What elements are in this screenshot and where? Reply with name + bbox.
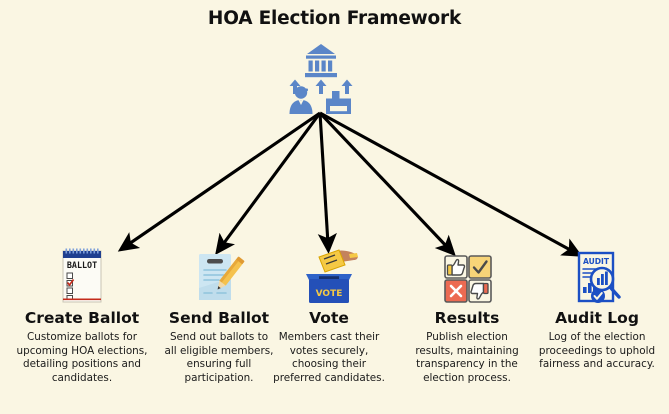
node-label: Results <box>434 309 500 327</box>
node-vote[interactable]: VOTE Vote Members cast their votes secur… <box>270 244 388 386</box>
icon-wrap <box>160 244 278 306</box>
arrow-to-send-ballot <box>215 112 322 255</box>
node-description: Members cast their votes securely, choos… <box>273 330 385 385</box>
vote-box-hand-icon: VOTE <box>306 249 358 303</box>
audit-icon-text: AUDIT <box>583 257 610 266</box>
node-results[interactable]: Results Publish election results, mainta… <box>403 244 531 386</box>
thumbs-check-cross-grid-icon <box>444 255 492 303</box>
icon-wrap: VOTE <box>270 244 388 306</box>
hub-government-icon <box>289 44 353 114</box>
arrow-to-results <box>318 111 456 257</box>
node-label: Create Ballot <box>24 309 140 327</box>
icon-wrap: BALLOT <box>16 244 148 306</box>
ballot-clipboard-icon: BALLOT <box>62 248 102 303</box>
icon-wrap: AUDIT <box>525 244 669 306</box>
node-label: Audit Log <box>555 309 639 327</box>
arrow-to-audit-log <box>319 111 583 257</box>
page-title: HOA Election Framework <box>207 8 462 29</box>
node-audit-log[interactable]: AUDIT <box>525 244 669 372</box>
document-pencil-icon <box>199 254 245 300</box>
arrow-to-create-ballot <box>117 111 321 252</box>
node-send-ballot[interactable]: Send Ballot Send out ballots to all elig… <box>160 244 278 386</box>
audit-report-magnifier-icon: AUDIT <box>577 251 621 303</box>
node-label: Vote <box>309 309 349 327</box>
vote-icon-text: VOTE <box>316 289 343 299</box>
icon-wrap <box>403 244 531 306</box>
ballot-icon-text: BALLOT <box>67 260 97 270</box>
node-create-ballot[interactable]: BALLOT Create Ballot Customize ballots f… <box>16 244 148 386</box>
node-label: Send Ballot <box>168 309 270 327</box>
node-description: Publish election results, maintaining tr… <box>415 330 519 385</box>
arrow-to-vote <box>317 112 337 254</box>
node-description: Customize ballots for upcoming HOA elect… <box>16 330 148 385</box>
node-description: Send out ballots to all eligible members… <box>164 330 274 385</box>
node-description: Log of the election proceedings to uphol… <box>538 330 656 371</box>
